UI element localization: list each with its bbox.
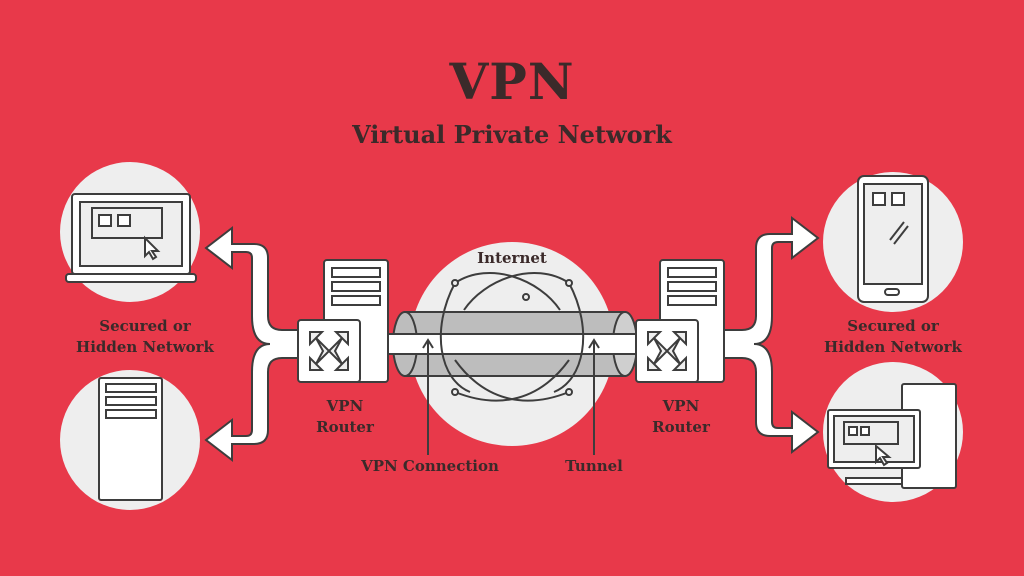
vpn-connection-label: VPN Connection	[361, 457, 499, 475]
laptop-icon	[65, 193, 197, 283]
left-router-label: VPN Router	[316, 397, 374, 436]
right-router-icon	[635, 259, 725, 383]
pointer-lines	[422, 338, 600, 455]
left-network-label: Secured or Hidden Network	[76, 317, 214, 356]
left-branch-arrows	[204, 225, 301, 463]
right-network-label: Secured or Hidden Network	[824, 317, 962, 356]
tunnel-label: Tunnel	[565, 457, 623, 475]
left-router-icon	[297, 259, 389, 383]
right-branch-arrows	[723, 215, 820, 455]
right-router-label: VPN Router	[652, 397, 710, 436]
server-icon	[98, 377, 163, 501]
tablet-icon	[857, 175, 929, 303]
page-subtitle: Virtual Private Network	[352, 120, 672, 149]
internet-label: Internet	[477, 249, 547, 267]
internet-orbits-icon	[439, 272, 585, 402]
desktop-computer-icon	[827, 383, 957, 489]
tunnel	[379, 311, 646, 377]
page-title: VPN	[449, 52, 575, 111]
